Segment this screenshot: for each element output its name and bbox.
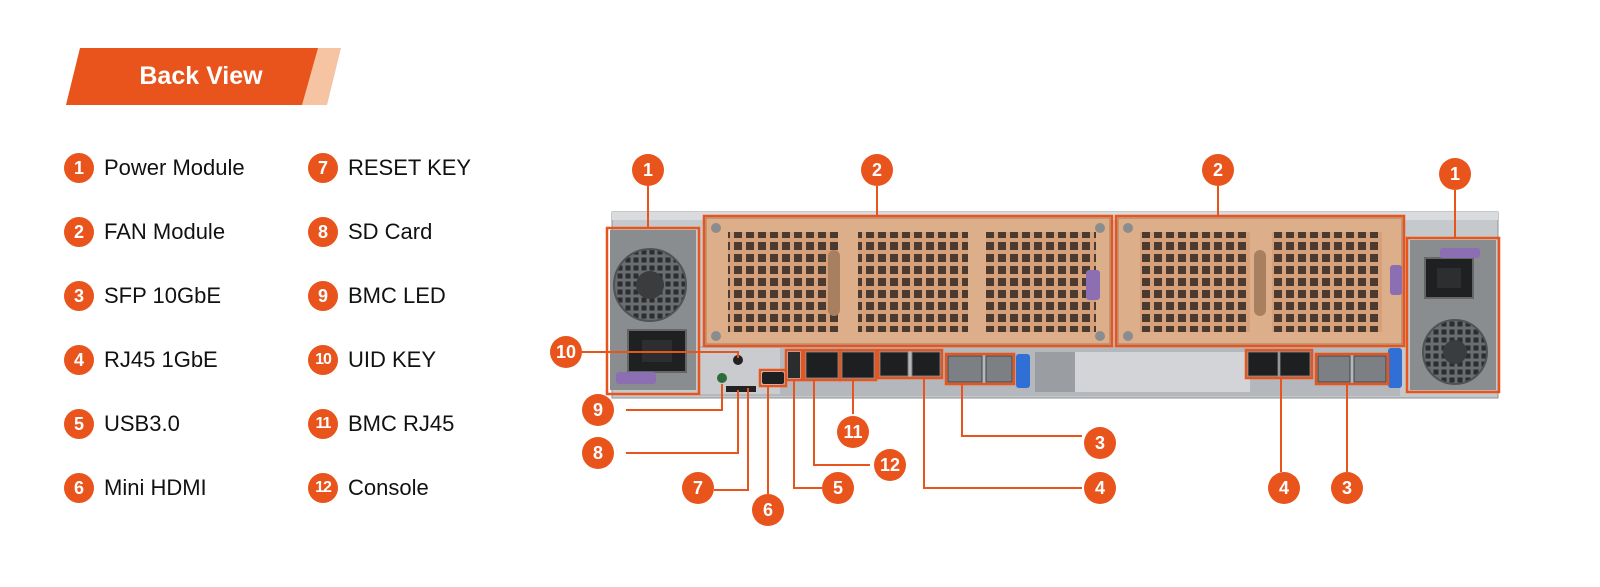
power-module-left: [610, 230, 696, 390]
legend-label: SD Card: [348, 219, 433, 244]
fan-module-right: [1117, 217, 1403, 345]
callout-4-right: 4: [1268, 472, 1300, 504]
legend-item: 5 USB3.0: [64, 407, 180, 441]
svg-text:2: 2: [1213, 160, 1223, 180]
svg-text:4: 4: [1279, 478, 1289, 498]
callout-6: 6: [752, 494, 784, 526]
legend-label: BMC LED: [348, 283, 446, 308]
legend-number: 5: [64, 409, 94, 439]
legend-number: 2: [64, 217, 94, 247]
legend-label: RJ45 1GbE: [104, 347, 218, 372]
svg-text:5: 5: [833, 478, 843, 498]
legend-number: 1: [64, 153, 94, 183]
legend-item: 10 UID KEY: [308, 343, 436, 377]
callout-9: 9: [582, 394, 614, 426]
legend-label: RESET KEY: [348, 155, 472, 180]
legend-item: 3 SFP 10GbE: [64, 279, 221, 313]
svg-text:11: 11: [843, 422, 862, 442]
fan-module-left: [705, 217, 1111, 345]
callout-12: 12: [874, 449, 906, 481]
outline-power-left: [605, 226, 701, 396]
legend-item: 7 RESET KEY: [308, 151, 471, 185]
legend-item: 11 BMC RJ45: [308, 407, 454, 441]
svg-text:7: 7: [693, 478, 703, 498]
legend-number: 11: [308, 409, 338, 439]
callout-2-left: 2: [861, 154, 893, 186]
page-title: Back View: [139, 62, 263, 90]
legend-label: SFP 10GbE: [104, 283, 221, 308]
svg-text:3: 3: [1342, 478, 1352, 498]
svg-text:4: 4: [1095, 478, 1105, 498]
callout-3-right: 3: [1331, 472, 1363, 504]
callout-3-left: 3: [1084, 427, 1116, 459]
callout-10: 10: [550, 336, 582, 368]
legend-number: 7: [308, 153, 338, 183]
legend-number: 6: [64, 473, 94, 503]
callout-2-right: 2: [1202, 154, 1234, 186]
outline-fan-right: [1114, 214, 1406, 348]
outline-power-right: [1405, 236, 1501, 394]
svg-text:9: 9: [593, 400, 603, 420]
outline-rj45-right: [1244, 348, 1314, 380]
callout-11: 11: [837, 416, 869, 448]
legend-label: Power Module: [104, 155, 245, 180]
svg-text:1: 1: [1450, 164, 1460, 184]
legend-number: 12: [308, 473, 338, 503]
outline-fan-left: [702, 214, 1114, 348]
legend-item: 1 Power Module: [64, 151, 245, 185]
legend-label: FAN Module: [104, 219, 226, 244]
callout-5: 5: [822, 472, 854, 504]
svg-text:12: 12: [880, 455, 900, 475]
svg-text:3: 3: [1095, 433, 1105, 453]
callout-8: 8: [582, 437, 614, 469]
legend-label: Console: [348, 475, 429, 500]
legend-item: 9 BMC LED: [308, 279, 446, 313]
svg-text:2: 2: [872, 160, 882, 180]
legend-label: UID KEY: [348, 347, 437, 372]
callout-7: 7: [682, 472, 714, 504]
callout-4-left: 4: [1084, 472, 1116, 504]
legend-label: BMC RJ45: [348, 411, 455, 436]
outline-rj45-left: [876, 348, 944, 380]
outline-bmc-rj45: [838, 348, 878, 382]
legend-label: Mini HDMI: [104, 475, 207, 500]
outline-sfp-left: [944, 352, 1016, 386]
legend-label: USB3.0: [104, 411, 180, 436]
legend-number: 9: [308, 281, 338, 311]
legend-item: 4 RJ45 1GbE: [64, 343, 218, 377]
outline-hdmi: [758, 368, 788, 388]
outline-sfp-right: [1314, 352, 1390, 386]
legend-item: 12 Console: [308, 471, 429, 505]
callout-1-left: 1: [632, 154, 664, 186]
callout-1-right: 1: [1439, 158, 1471, 190]
legend-item: 6 Mini HDMI: [64, 471, 207, 505]
legend-number: 10: [308, 345, 338, 375]
legend-number: 3: [64, 281, 94, 311]
svg-text:8: 8: [593, 443, 603, 463]
highlight-outlines: [605, 214, 1501, 396]
power-module-right: [1410, 240, 1496, 390]
leader-lines: [582, 186, 1456, 494]
legend-number: 4: [64, 345, 94, 375]
title-banner: [66, 48, 341, 105]
legend-item: 2 FAN Module: [64, 215, 225, 249]
svg-text:1: 1: [643, 160, 653, 180]
svg-text:10: 10: [556, 342, 576, 362]
svg-text:6: 6: [763, 500, 773, 520]
legend-number: 8: [308, 217, 338, 247]
legend-item: 8 SD Card: [308, 215, 432, 249]
callout-markers: 1 2 2 1 10 9 8 7: [550, 154, 1471, 526]
